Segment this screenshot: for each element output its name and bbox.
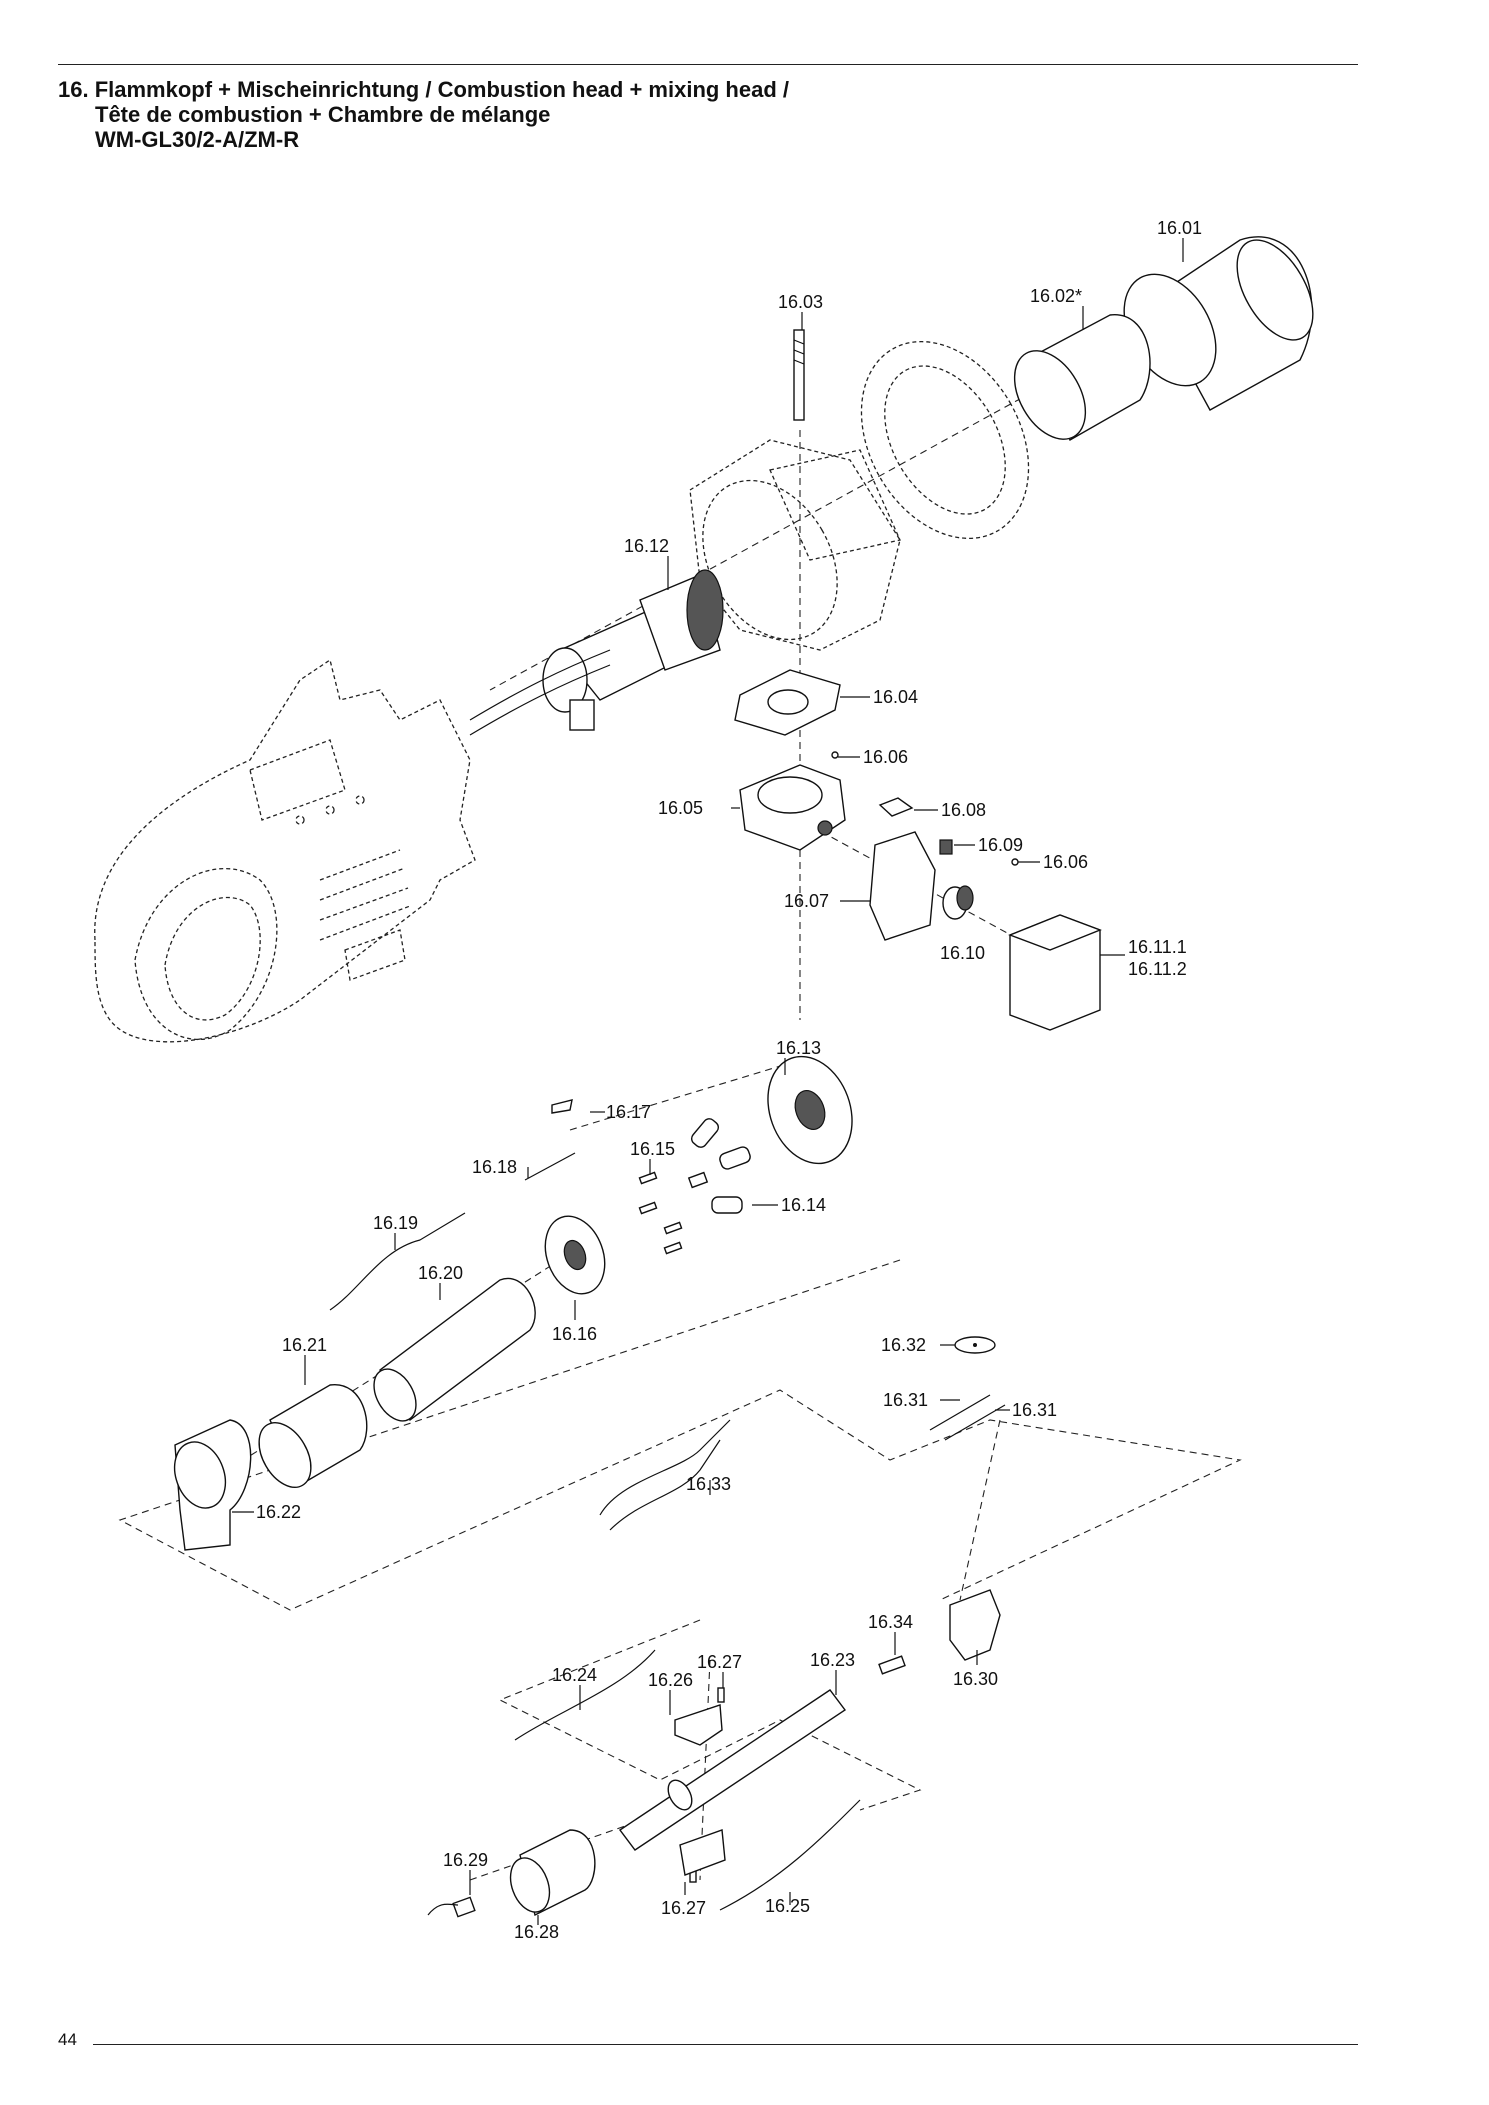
callout-16-31b: 16.31 xyxy=(1012,1400,1057,1420)
part-16-13-swirl-disc xyxy=(767,1055,853,1165)
part-16-14-nozzle xyxy=(690,1118,751,1214)
callout-16-03: 16.03 xyxy=(778,292,823,312)
part-16-20-tube xyxy=(373,1277,536,1422)
callout-16-07: 16.07 xyxy=(784,891,829,911)
callout-16-25: 16.25 xyxy=(765,1896,810,1916)
bottom-rule xyxy=(93,2044,1358,2045)
callout-16-02: 16.02* xyxy=(1030,286,1082,306)
callout-16-33: 16.33 xyxy=(686,1474,731,1494)
part-16-01-flame-tube xyxy=(1123,236,1314,411)
part-16-03-stud xyxy=(793,329,805,421)
part-16-27-screw xyxy=(717,1687,725,1703)
callout-labels: 16.01 16.02* 16.03 16.12 16.04 16.06 16.… xyxy=(256,218,1202,1942)
part-16-31-rods xyxy=(929,1394,1006,1441)
part-16-10-coupling xyxy=(942,885,974,920)
part-16-22-elbow xyxy=(173,1419,252,1551)
callout-16-08: 16.08 xyxy=(941,800,986,820)
page-title-fr: Tête de combustion + Chambre de mélange xyxy=(95,102,551,127)
part-16-21-sleeve xyxy=(258,1384,368,1488)
part-16-04-gasket xyxy=(734,669,841,736)
callout-16-16: 16.16 xyxy=(552,1324,597,1344)
callout-16-18: 16.18 xyxy=(472,1157,517,1177)
callout-16-34: 16.34 xyxy=(868,1612,913,1632)
callout-16-10: 16.10 xyxy=(940,943,985,963)
callout-16-21: 16.21 xyxy=(282,1335,327,1355)
part-16-26-lower-clamp xyxy=(679,1829,726,1876)
part-16-32-washer xyxy=(954,1336,996,1354)
part-16-15-pins xyxy=(638,1171,709,1255)
callout-16-19: 16.19 xyxy=(373,1213,418,1233)
part-16-06-screw-2 xyxy=(1011,858,1019,866)
callout-16-31a: 16.31 xyxy=(883,1390,928,1410)
callout-16-28: 16.28 xyxy=(514,1922,559,1942)
callout-16-23: 16.23 xyxy=(810,1650,855,1670)
callout-leaders xyxy=(232,238,1184,1925)
callout-16-27b: 16.27 xyxy=(661,1898,706,1918)
callout-16-05: 16.05 xyxy=(658,798,703,818)
callout-16-13: 16.13 xyxy=(776,1038,821,1058)
part-16-19-ignition-cable xyxy=(329,1212,466,1311)
part-16-09-clip xyxy=(939,839,953,855)
callout-16-20: 16.20 xyxy=(418,1263,463,1283)
part-16-28-capacitor xyxy=(509,1829,596,1917)
callout-16-24: 16.24 xyxy=(552,1665,597,1685)
part-16-05-housing xyxy=(739,764,846,851)
burner-housing-outline xyxy=(94,658,476,1043)
part-16-25-cable xyxy=(719,1799,861,1911)
part-16-07-bracket xyxy=(869,831,936,941)
part-16-16-mixing-head xyxy=(544,1215,606,1295)
part-16-30-valve-block xyxy=(949,1589,1001,1661)
callout-16-27a: 16.27 xyxy=(697,1652,742,1672)
part-16-11-actuator xyxy=(1008,914,1102,1031)
callout-16-01: 16.01 xyxy=(1157,218,1202,238)
part-16-24-cable xyxy=(514,1649,656,1741)
page-title: 16. Flammkopf + Mischeinrichtung / Combu… xyxy=(58,77,790,102)
callout-16-29: 16.29 xyxy=(443,1850,488,1870)
part-16-23-shaft xyxy=(618,1689,847,1851)
part-16-06-screw xyxy=(831,751,839,759)
callout-16-06b: 16.06 xyxy=(1043,852,1088,872)
callout-16-12: 16.12 xyxy=(624,536,669,556)
callout-16-17: 16.17 xyxy=(606,1102,651,1122)
callout-16-22: 16.22 xyxy=(256,1502,301,1522)
callout-16-09: 16.09 xyxy=(978,835,1023,855)
callout-16-30: 16.30 xyxy=(953,1669,998,1689)
callout-16-04: 16.04 xyxy=(873,687,918,707)
part-16-26-clamp xyxy=(674,1704,723,1746)
part-16-08-plate xyxy=(878,797,914,817)
assembly-axis-lines xyxy=(118,299,1242,1881)
part-16-02-ring xyxy=(1013,314,1151,442)
part-16-17-clip xyxy=(551,1099,573,1114)
callout-16-06a: 16.06 xyxy=(863,747,908,767)
callout-16-32: 16.32 xyxy=(881,1335,926,1355)
callout-16-11-2: 16.11.2 xyxy=(1128,959,1187,979)
callout-16-11-1: 16.11.1 xyxy=(1128,937,1187,957)
flange-outline xyxy=(689,340,1030,651)
callout-16-14: 16.14 xyxy=(781,1195,826,1215)
page-number: 44 xyxy=(58,2030,77,2049)
model-designation: WM-GL30/2-A/ZM-R xyxy=(95,127,300,152)
callout-16-15: 16.15 xyxy=(630,1139,675,1159)
part-16-34-nipple xyxy=(878,1655,906,1675)
part-16-33-hoses xyxy=(599,1419,731,1531)
part-16-29-plug xyxy=(427,1896,476,1918)
part-16-12-head-assembly xyxy=(469,569,724,736)
top-rule xyxy=(58,64,1358,65)
part-16-18-electrode xyxy=(524,1152,576,1181)
callout-16-26: 16.26 xyxy=(648,1670,693,1690)
